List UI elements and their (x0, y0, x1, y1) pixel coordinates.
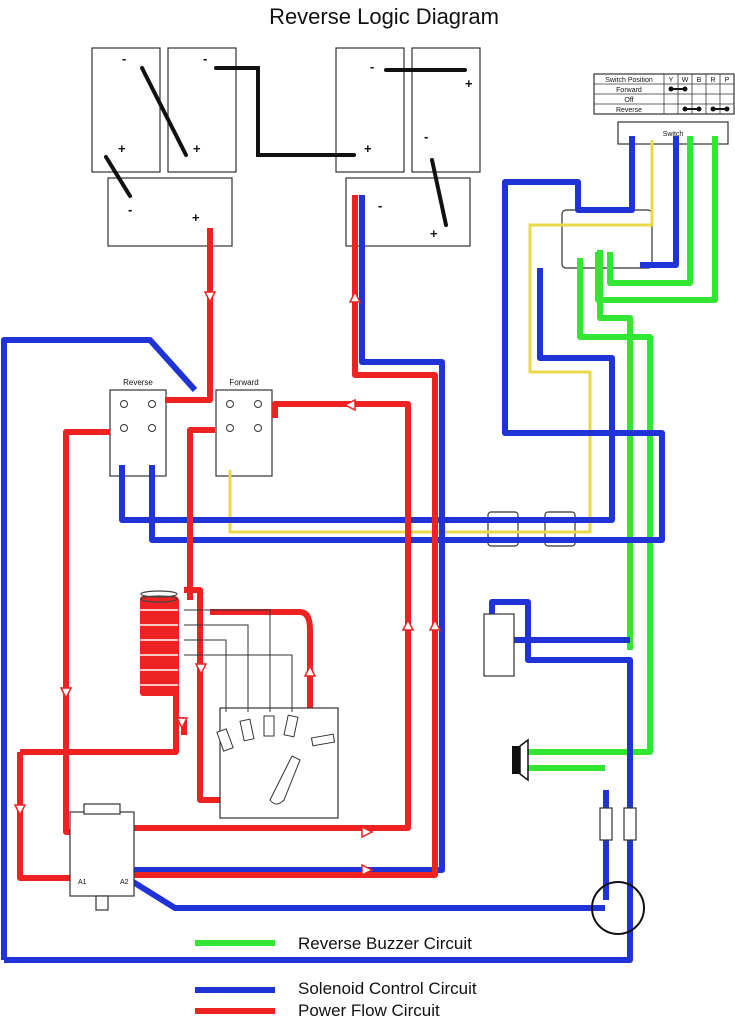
battery-terminal-plus: + (465, 76, 473, 91)
forward-solenoid-label: Forward (229, 378, 258, 387)
switch-position-table: Switch Position Y W B R P Forward Off Re… (593, 73, 735, 145)
battery-terminal-minus: - (378, 198, 382, 213)
reverse-solenoid-label: Reverse (123, 378, 153, 387)
battery-terminal-plus: + (193, 141, 201, 156)
switch-col-y: Y (669, 77, 674, 84)
switch-row-reverse: Reverse (616, 107, 642, 114)
motor-terminal-a2: A2 (120, 879, 129, 886)
switch-col-w: W (682, 77, 689, 84)
battery-terminal-plus: + (364, 141, 372, 156)
battery-1 (91, 47, 161, 173)
battery-terminal-minus: - (370, 59, 374, 74)
battery-terminal-plus: + (192, 210, 200, 225)
battery-6 (345, 177, 471, 247)
switch-col-r: R (710, 77, 715, 84)
diagram-title: Reverse Logic Diagram (269, 4, 499, 29)
motor-terminal-a1: A1 (78, 879, 87, 886)
battery-terminal-minus: - (424, 129, 428, 144)
fuse-block (599, 807, 637, 841)
battery-jumpers (104, 66, 467, 227)
reverse-solenoid: Reverse (109, 378, 167, 477)
switch-table-header: Switch Position (605, 77, 653, 84)
solenoid-control-circuit (1, 136, 679, 963)
resistor-coil (140, 590, 178, 696)
switch-col-p: P (725, 77, 730, 84)
legend-label-power: Power Flow Circuit (298, 1001, 440, 1020)
ground-circle (591, 881, 645, 935)
legend: Reverse Buzzer Circuit Solenoid Control … (195, 934, 477, 1020)
switch-row-off: Off (624, 97, 633, 104)
battery-terminal-minus: - (203, 51, 207, 66)
switch-label: Switch (663, 131, 684, 138)
battery-bank: - + - + - + - + + - - + (91, 47, 481, 247)
forward-solenoid: Forward (215, 378, 273, 477)
battery-terminal-minus: - (128, 202, 132, 217)
legend-label-solenoid: Solenoid Control Circuit (298, 979, 477, 998)
motor: A1 A2 (69, 803, 135, 911)
legend-label-buzzer: Reverse Buzzer Circuit (298, 934, 472, 953)
reverse-buzzer-circuit (525, 136, 718, 771)
battery-terminal-plus: + (118, 141, 126, 156)
battery-terminal-minus: - (122, 51, 126, 66)
speed-controller-plate (184, 609, 339, 819)
buzzer-icon (512, 738, 529, 782)
flow-arrows (13, 290, 442, 877)
signal-wire (228, 140, 654, 534)
key-switch (483, 613, 515, 677)
switch-row-forward: Forward (616, 87, 642, 94)
battery-5 (411, 47, 481, 173)
battery-terminal-plus: + (430, 226, 438, 241)
switch-col-b: B (697, 77, 702, 84)
switch-contact-dots (668, 86, 730, 112)
